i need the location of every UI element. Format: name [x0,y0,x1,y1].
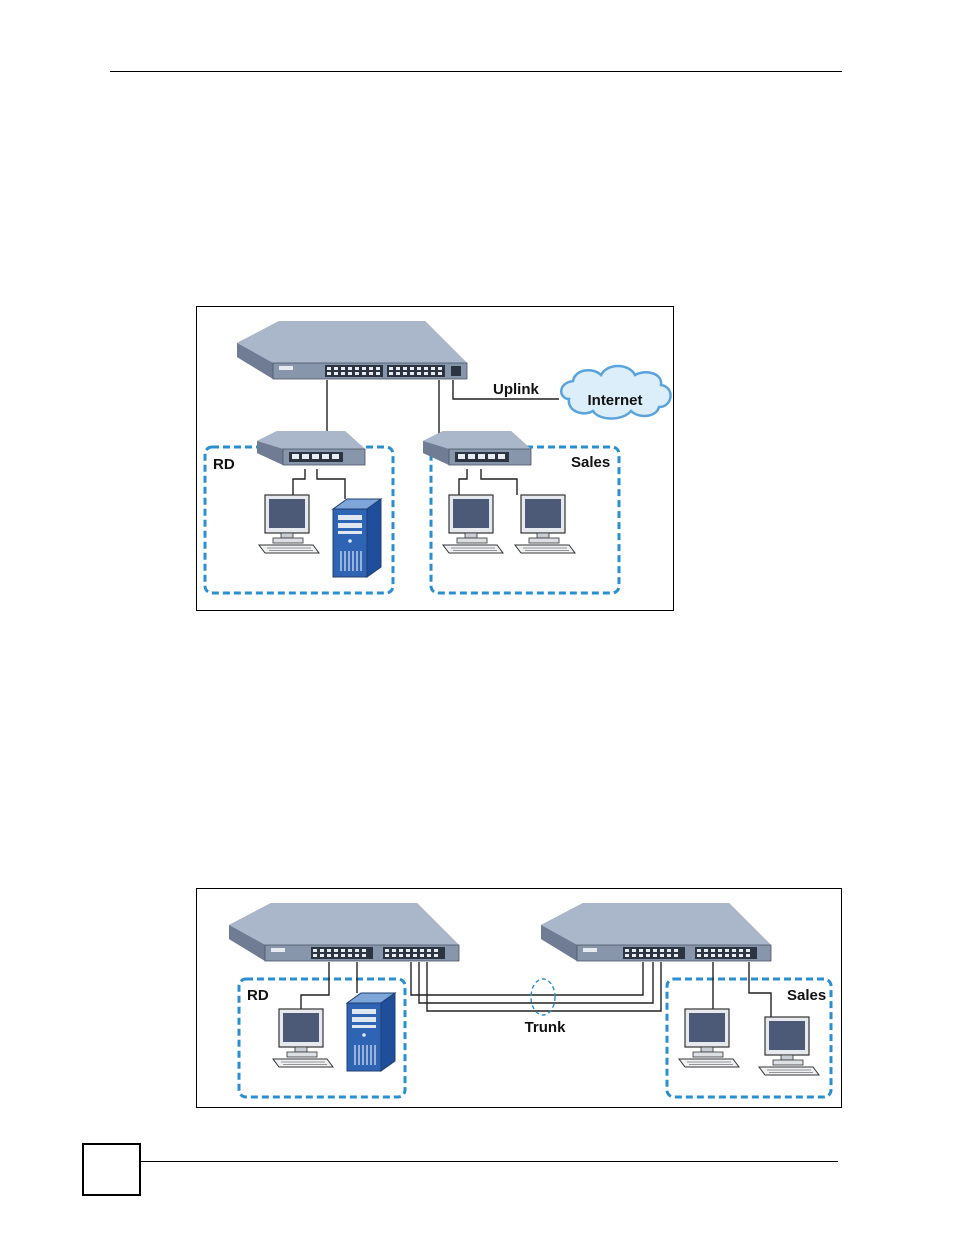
rd-switch [257,431,365,465]
figure-2-diagram: RD Sales Trunk [197,889,843,1109]
uplink-label: Uplink [493,381,539,398]
switch-a [229,903,459,961]
rd-group-label: RD [213,456,235,473]
figure-2-trunk-network: RD Sales Trunk [196,888,842,1108]
trunk-label: Trunk [525,1019,566,1036]
figure-1-diagram: Uplink Internet RD Sales [197,307,675,612]
rd-server-icon [347,993,395,1071]
sales-pc-2-icon [759,1017,819,1075]
figure-1-vlan-network: Uplink Internet RD Sales [196,306,674,611]
page-number-box [82,1143,141,1196]
rd-group-label: RD [247,987,269,1004]
footer-rule [141,1161,838,1162]
core-switch [237,321,467,379]
sales-pc-1-icon [679,1009,739,1067]
switch-b [541,903,771,961]
sales-pc-2-icon [515,495,575,553]
rd-pc-icon [273,1009,333,1067]
internet-label: Internet [587,392,642,409]
rd-pc-icon [259,495,319,553]
sales-group-label: Sales [571,454,610,471]
sales-pc-1-icon [443,495,503,553]
trunk-marker [531,979,555,1015]
sales-group-label: Sales [787,987,826,1004]
sales-switch [423,431,531,465]
header-rule [110,71,842,72]
rd-server-icon [333,499,381,577]
